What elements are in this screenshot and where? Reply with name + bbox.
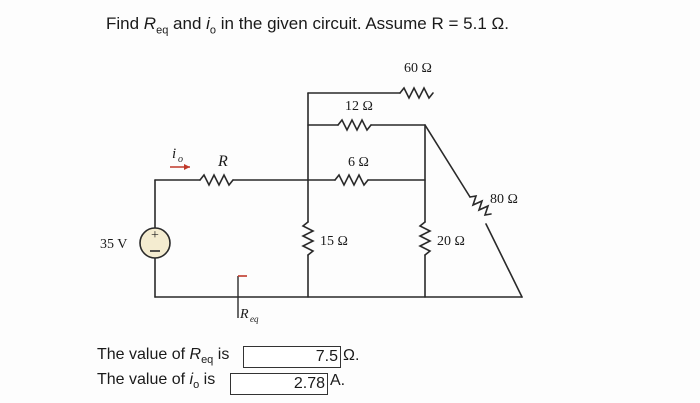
resistor-60-zigzag — [399, 86, 434, 100]
question-assumption: R = 5.1 Ω. — [431, 14, 509, 33]
question-text: Find Req and io in the given circuit. As… — [106, 14, 509, 36]
source-plus-sign: + — [151, 228, 159, 243]
r6-label: 6 Ω — [348, 155, 369, 170]
question-io-subscript: o — [209, 24, 217, 37]
resistor-15-zigzag — [301, 221, 315, 256]
r60-label: 60 Ω — [404, 61, 432, 76]
resistor-6-zigzag — [334, 173, 369, 187]
question-mid: and — [168, 14, 207, 33]
question-suffix: in the given circuit. Assume — [216, 14, 432, 33]
req-answer-unit: Ω. — [343, 347, 360, 364]
io-label: i — [172, 146, 176, 162]
r20-label: 20 Ω — [437, 234, 465, 249]
io-arrow-head — [184, 164, 190, 170]
io-answer-value: 2.78 — [293, 375, 325, 392]
io-label-subscript: o — [178, 154, 183, 165]
io-answer-field[interactable]: 2.78 — [230, 373, 328, 395]
resistor-80-zigzag — [469, 194, 492, 217]
question-req-symbol: R — [143, 14, 157, 33]
voltage-source — [139, 227, 171, 259]
question-io-symbol: i — [206, 14, 210, 33]
r15-label: 15 Ω — [320, 234, 348, 249]
r-label: R — [217, 153, 228, 170]
question-req-subscript: eq — [156, 24, 169, 37]
req-answer-value: 7.5 — [315, 348, 338, 365]
source-label: 35 V — [100, 237, 127, 252]
resistor-12-zigzag — [337, 118, 372, 132]
resistor-r-zigzag — [199, 173, 234, 187]
r80-label: 80 Ω — [490, 192, 518, 207]
wire-diag-b — [485, 223, 523, 298]
io-answer-label: The value of io is — [97, 371, 216, 392]
r12-label: 12 Ω — [345, 99, 373, 114]
req-label: R — [239, 307, 249, 322]
req-answer-label: The value of Req is — [97, 346, 230, 367]
resistor-20-zigzag — [418, 221, 432, 256]
req-label-subscript: eq — [250, 314, 259, 324]
wire-diag-a — [424, 124, 471, 198]
io-answer-unit: A. — [330, 372, 346, 389]
req-answer-field[interactable]: 7.5 — [243, 346, 341, 368]
question-prefix: Find — [106, 14, 144, 33]
